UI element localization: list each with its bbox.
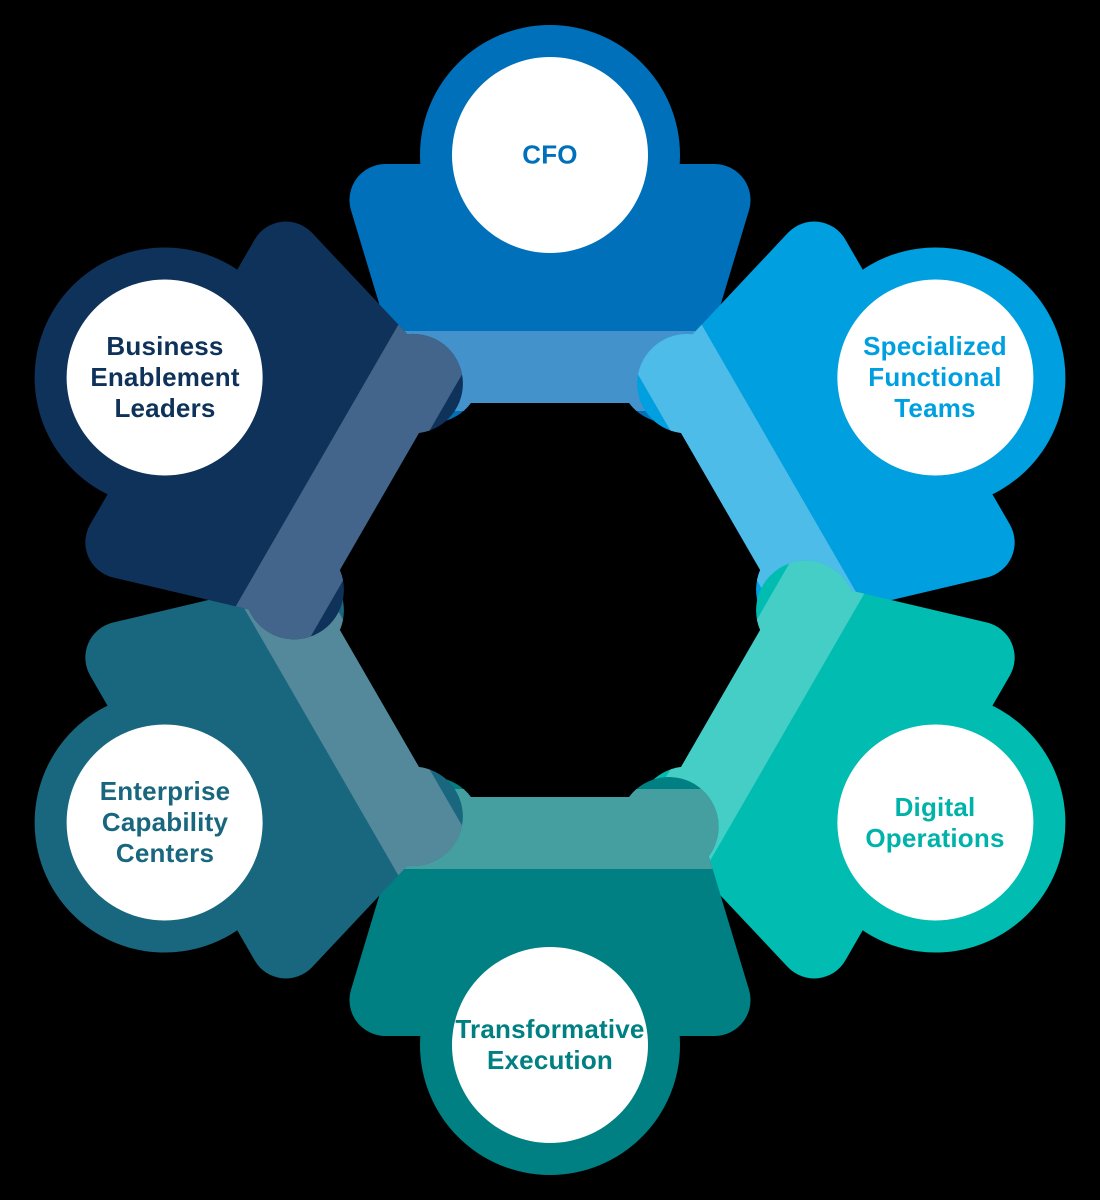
node-badge-circle-business-enablement-leaders: [66, 279, 263, 476]
node-shape-digital-operations: [603, 514, 1066, 979]
node-badge-circle-specialized-functional-teams: [837, 279, 1034, 476]
node-badge-circle-digital-operations: [837, 724, 1034, 921]
node-badge-circle-cfo: [452, 57, 648, 253]
node-shape-transformative-execution: [349, 776, 751, 1175]
node-highlight-band-business-enablement-leaders: [192, 248, 497, 686]
node-shape-business-enablement-leaders: [34, 221, 497, 686]
node-badge-circle-transformative-execution: [452, 947, 648, 1143]
node-badge-circle-enterprise-capability-centers: [66, 724, 263, 921]
